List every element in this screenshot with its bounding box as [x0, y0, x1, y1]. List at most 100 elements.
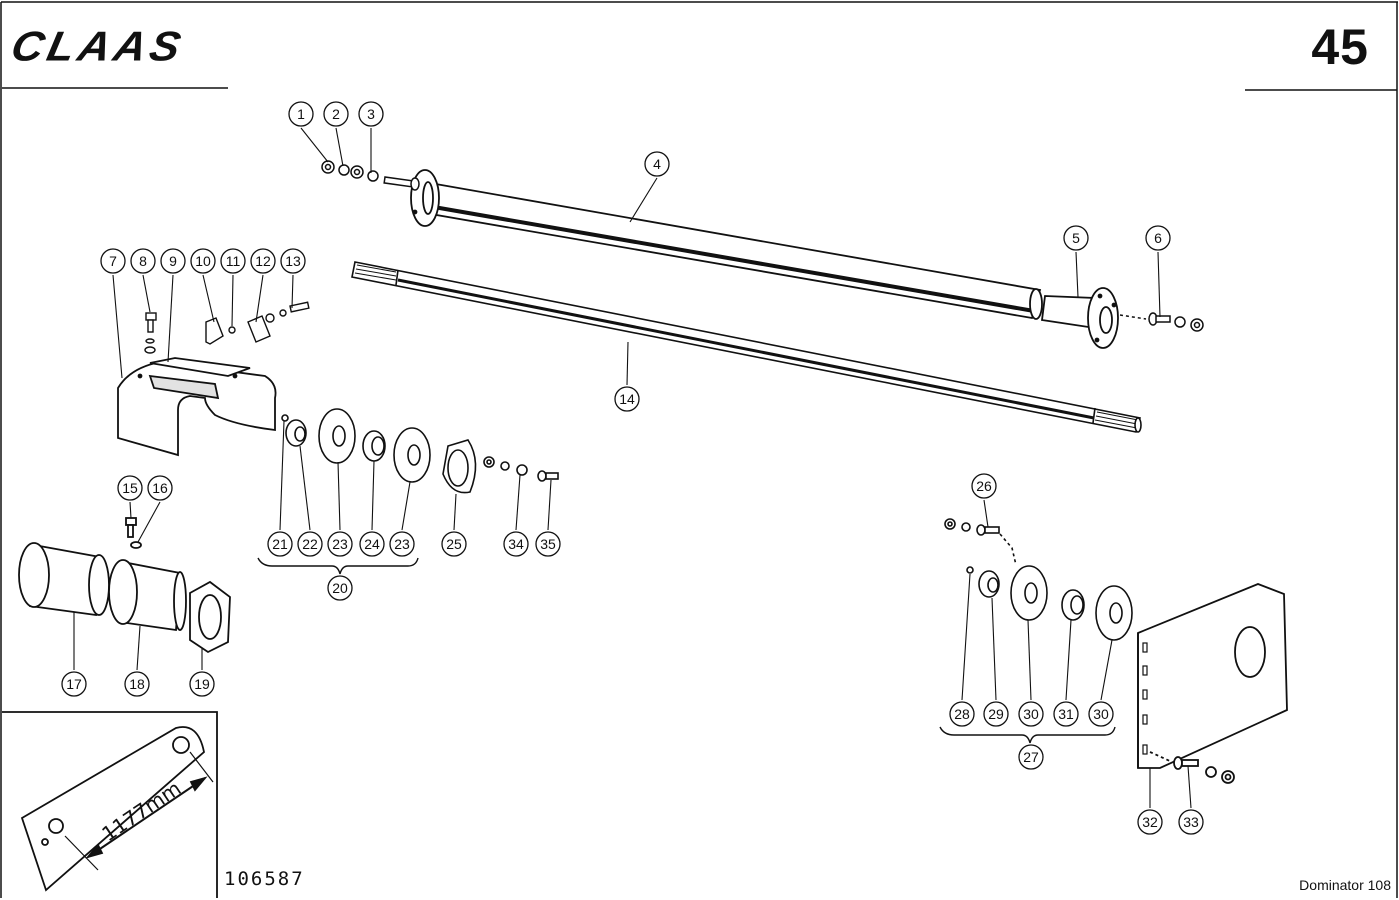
fasteners-parts-1-3	[321, 160, 420, 191]
callout-circle	[327, 531, 353, 557]
callout-35: 35	[535, 531, 561, 557]
callout-number: 16	[152, 480, 168, 496]
callout-21: 21	[267, 531, 293, 557]
callout-number: 14	[619, 391, 635, 407]
callout-circle	[614, 386, 640, 412]
callout-8: 8	[130, 248, 156, 274]
callout-circle	[100, 248, 126, 274]
callout-4: 4	[644, 151, 670, 177]
callout-circle	[220, 248, 246, 274]
callout-circle	[288, 101, 314, 127]
callout-circle	[117, 475, 143, 501]
bearing-group-20	[281, 408, 559, 494]
callout-number: 4	[653, 156, 661, 172]
mounting-plate-part-32	[1137, 583, 1288, 784]
callout-number: 22	[302, 536, 318, 552]
callout-number: 20	[332, 580, 348, 596]
callout-number: 10	[195, 253, 211, 269]
sleeves-parts-15-19	[18, 517, 231, 654]
callout-circle	[971, 473, 997, 499]
callout-number: 8	[139, 253, 147, 269]
callout-number: 30	[1093, 706, 1109, 722]
callout-number: 7	[109, 253, 117, 269]
callout-23: 23	[327, 531, 353, 557]
callout-circle	[124, 671, 150, 697]
callout-32: 32	[1137, 809, 1163, 835]
callout-circle	[644, 151, 670, 177]
callout-34: 34	[503, 531, 529, 557]
callout-number: 12	[255, 253, 271, 269]
callout-19: 19	[189, 671, 215, 697]
guard-part-7	[117, 357, 277, 457]
callout-circle	[359, 531, 385, 557]
callout-circle	[1137, 809, 1163, 835]
callout-7: 7	[100, 248, 126, 274]
callout-12: 12	[250, 248, 276, 274]
callout-number: 32	[1142, 814, 1158, 830]
callout-circle	[983, 701, 1009, 727]
callout-30: 30	[1088, 701, 1114, 727]
callout-11: 11	[220, 248, 246, 274]
callout-circle	[503, 531, 529, 557]
callout-2: 2	[323, 101, 349, 127]
callout-number: 23	[394, 536, 410, 552]
callout-17: 17	[61, 671, 87, 697]
callout-9: 9	[160, 248, 186, 274]
callout-circle	[1018, 744, 1044, 770]
callout-circle	[147, 475, 173, 501]
callout-circle	[1145, 225, 1171, 251]
callout-18: 18	[124, 671, 150, 697]
callout-26: 26	[971, 473, 997, 499]
leader-lines	[73, 127, 1192, 809]
callout-31: 31	[1053, 701, 1079, 727]
flange-bushing-part-5	[1040, 287, 1119, 349]
callout-number: 26	[976, 478, 992, 494]
callout-28: 28	[949, 701, 975, 727]
callout-number: 17	[66, 676, 82, 692]
bearing-group-27	[944, 518, 1133, 641]
callout-22: 22	[297, 531, 323, 557]
callout-number: 25	[446, 536, 462, 552]
callout-circle	[949, 701, 975, 727]
callout-circle	[130, 248, 156, 274]
callout-number: 35	[540, 536, 556, 552]
callout-number: 23	[332, 536, 348, 552]
callout-circle	[267, 531, 293, 557]
callout-number: 27	[1023, 749, 1039, 765]
callout-number: 3	[367, 106, 375, 122]
tube-part-4	[410, 169, 1043, 320]
callout-number: 24	[364, 536, 380, 552]
callout-number: 19	[194, 676, 210, 692]
callout-10: 10	[190, 248, 216, 274]
callout-number: 9	[169, 253, 177, 269]
callout-number: 21	[272, 536, 288, 552]
callout-circle	[297, 531, 323, 557]
callout-27: 27	[1018, 744, 1044, 770]
fasteners-part-6	[1119, 312, 1204, 332]
callout-circle	[1018, 701, 1044, 727]
callout-33: 33	[1178, 809, 1204, 835]
callout-30: 30	[1018, 701, 1044, 727]
callout-circle	[160, 248, 186, 274]
callout-circle	[389, 531, 415, 557]
callout-circle	[441, 531, 467, 557]
callout-14: 14	[614, 386, 640, 412]
callout-circle	[190, 248, 216, 274]
callout-circle	[327, 575, 353, 601]
callout-number: 15	[122, 480, 138, 496]
callout-number: 11	[226, 253, 241, 269]
callout-23: 23	[389, 531, 415, 557]
callout-24: 24	[359, 531, 385, 557]
callout-25: 25	[441, 531, 467, 557]
fasteners-parts-8-13	[144, 301, 310, 354]
callout-number: 29	[988, 706, 1004, 722]
callout-number: 18	[129, 676, 145, 692]
callout-circle	[1053, 701, 1079, 727]
callout-number: 30	[1023, 706, 1039, 722]
callout-circle	[323, 101, 349, 127]
callout-number: 34	[508, 536, 524, 552]
callout-15: 15	[117, 475, 143, 501]
model-name: Dominator 108	[1299, 877, 1391, 893]
